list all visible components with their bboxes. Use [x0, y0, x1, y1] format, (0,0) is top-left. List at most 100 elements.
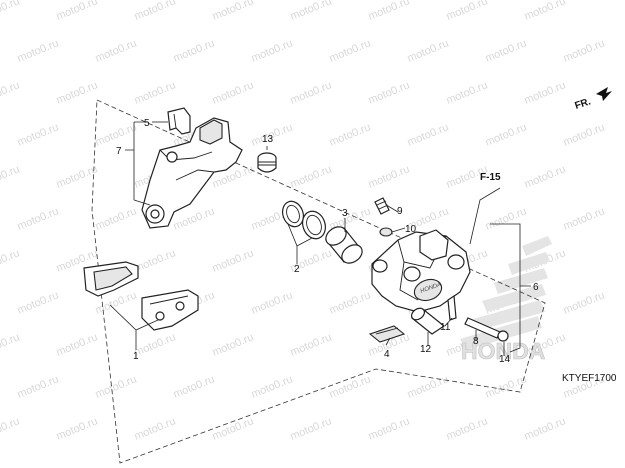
watermark-text: moto0.ru: [94, 121, 139, 148]
watermark-text: moto0.ru: [328, 373, 373, 400]
watermark-text: moto0.ru: [16, 121, 61, 148]
watermark-text: moto0.ru: [133, 0, 178, 23]
watermark-text: moto0.ru: [172, 373, 217, 400]
watermark-text: moto0.ru: [94, 205, 139, 232]
caliper-body: HONDA: [371, 229, 471, 313]
watermark-text: moto0.ru: [484, 121, 529, 148]
watermark-text: moto0.ru: [94, 373, 139, 400]
watermark-text: moto0.ru: [0, 79, 21, 106]
watermark-text: moto0.ru: [562, 121, 607, 148]
watermark-text: moto0.ru: [0, 163, 21, 190]
watermark-text: moto0.ru: [289, 163, 334, 190]
watermark-text: moto0.ru: [289, 79, 334, 106]
watermark-text: moto0.ru: [55, 331, 100, 358]
bleeder-screw: [374, 197, 390, 215]
watermark-text: moto0.ru: [0, 415, 21, 442]
watermark-text: moto0.ru: [55, 0, 100, 23]
honda-brand-text: HONDA: [461, 338, 545, 364]
watermark-text: moto0.ru: [445, 0, 490, 23]
slide-pin-boot: [257, 152, 277, 173]
watermark-text: moto0.ru: [406, 37, 451, 64]
leader-lines: [109, 121, 531, 356]
watermark-text: moto0.ru: [133, 247, 178, 274]
watermark-text: moto0.ru: [55, 79, 100, 106]
watermark-text: moto0.ru: [16, 373, 61, 400]
callout-4: 4: [384, 349, 390, 360]
watermark-text: moto0.ru: [16, 37, 61, 64]
watermark-text: moto0.ru: [289, 415, 334, 442]
piston-seal-set: [282, 200, 326, 240]
watermark-text: moto0.ru: [211, 415, 256, 442]
watermark-text: moto0.ru: [523, 79, 568, 106]
watermark-text: moto0.ru: [133, 331, 178, 358]
watermark-text: moto0.ru: [523, 415, 568, 442]
watermark-text: moto0.ru: [55, 415, 100, 442]
pad-retainer: [167, 107, 191, 135]
watermark-text: moto0.ru: [289, 331, 334, 358]
caliper-pin: [410, 307, 446, 335]
watermark-text: moto0.ru: [562, 289, 607, 316]
watermark-text: moto0.ru: [16, 205, 61, 232]
watermark-text: moto0.ru: [445, 79, 490, 106]
watermark-text: moto0.ru: [211, 0, 256, 23]
caliper-piston: [325, 226, 363, 264]
watermark-text: moto0.ru: [0, 331, 21, 358]
watermark-text: moto0.ru: [133, 79, 178, 106]
watermark-text: moto0.ru: [328, 121, 373, 148]
watermark-text: moto0.ru: [211, 331, 256, 358]
callout-8: 8: [473, 336, 479, 347]
bleeder-cap: [379, 227, 393, 237]
watermark-text: moto0.ru: [406, 121, 451, 148]
watermark-text: moto0.ru: [0, 247, 21, 274]
watermark-text: moto0.ru: [445, 415, 490, 442]
watermark-text: moto0.ru: [367, 79, 412, 106]
watermark-text: moto0.ru: [211, 79, 256, 106]
front-direction-indicator: FR.: [574, 87, 612, 112]
watermark-text: moto0.ru: [328, 289, 373, 316]
callout-7: 7: [116, 146, 122, 157]
watermark-text: moto0.ru: [562, 205, 607, 232]
watermark-text: moto0.ru: [523, 0, 568, 23]
watermark-text: moto0.ru: [289, 0, 334, 23]
callout-2: 2: [294, 264, 300, 275]
watermark-text: moto0.ru: [367, 163, 412, 190]
watermark-text: moto0.ru: [562, 37, 607, 64]
watermark-text: moto0.ru: [484, 205, 529, 232]
watermark-text: moto0.ru: [328, 37, 373, 64]
callout-12: 12: [420, 344, 432, 355]
callout-6: 6: [533, 282, 539, 293]
watermark-text: moto0.ru: [172, 37, 217, 64]
brake-pad-set: [83, 261, 199, 331]
watermark-text: moto0.ru: [16, 289, 61, 316]
caliper-bolt-b: [464, 317, 509, 342]
callout-9: 9: [397, 206, 403, 217]
assembly-boundary: [91, 99, 546, 464]
watermark-text: moto0.ru: [523, 163, 568, 190]
watermark-text: moto0.ru: [484, 37, 529, 64]
watermark-text: moto0.ru: [0, 0, 21, 23]
arrow-icon: [596, 87, 612, 101]
callout-11: 11: [440, 322, 451, 333]
watermark-text: moto0.ru: [250, 289, 295, 316]
watermark-text: moto0.ru: [367, 415, 412, 442]
front-direction-label: FR.: [574, 96, 593, 112]
watermark-text: moto0.ru: [211, 247, 256, 274]
watermark-text: moto0.ru: [250, 373, 295, 400]
watermark-text: moto0.ru: [94, 37, 139, 64]
callout-5: 5: [144, 118, 150, 129]
watermark-text: moto0.ru: [133, 415, 178, 442]
callout-1: 1: [133, 351, 139, 362]
caliper-bracket: [141, 117, 243, 229]
pad-spring: [368, 325, 406, 343]
callout-13: 13: [262, 134, 274, 145]
diagram-code: KTYEF1700: [562, 373, 617, 384]
watermark-text: moto0.ru: [406, 373, 451, 400]
watermark-text: moto0.ru: [250, 37, 295, 64]
callout-3: 3: [342, 208, 348, 219]
watermark-text: moto0.ru: [367, 0, 412, 23]
callout-10: 10: [405, 224, 417, 235]
callout-14: 14: [499, 354, 511, 365]
caliper-bolt-a: [447, 294, 457, 321]
